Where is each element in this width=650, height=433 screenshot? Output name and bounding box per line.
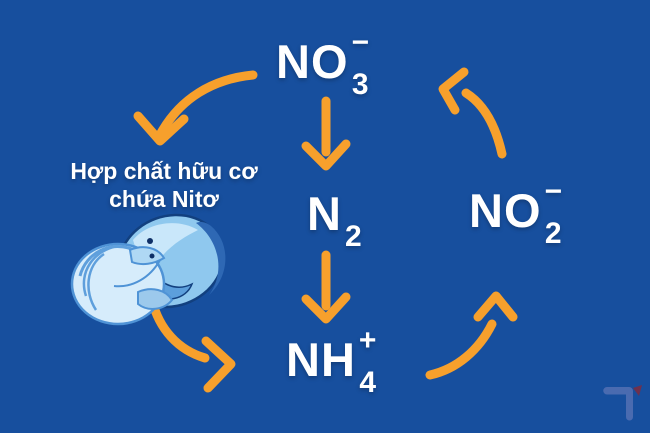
- formula-main: NH: [286, 333, 356, 386]
- organic-compounds-label: Hợp chất hữu cơ chứa Nitơ: [52, 157, 276, 213]
- formula-main: NO: [469, 184, 542, 237]
- brand-logo-7-icon: [603, 385, 642, 421]
- formula-subscript: 2: [344, 220, 362, 253]
- formula-main: N: [307, 187, 342, 240]
- node-ammonium: NH + 4: [286, 326, 376, 398]
- organic-label-line1: Hợp chất hữu cơ: [70, 158, 258, 184]
- formula-stack: − 2: [544, 175, 563, 250]
- formula-stack: + 4: [358, 324, 377, 399]
- formula-stack: − 3: [351, 26, 370, 101]
- arrow-nh4-to-no2-icon: [425, 291, 518, 380]
- formula-charge: −: [544, 175, 563, 208]
- arrow-no3-to-organic-icon: [133, 70, 258, 146]
- arrow-organic-to-nh4-icon: [147, 295, 236, 393]
- formula-subscript: 3: [351, 68, 369, 101]
- formula-subscript: 2: [544, 217, 562, 250]
- arrow-no3-to-n2-icon: [301, 96, 351, 171]
- fish-and-shrimp-icon: [70, 213, 226, 326]
- node-nitrogen-gas: N 2: [307, 187, 362, 252]
- node-nitrite: NO − 2: [469, 177, 562, 249]
- node-nitrate: NO − 3: [276, 28, 369, 100]
- formula-main: NO: [276, 35, 349, 88]
- formula-subscript: 4: [359, 366, 376, 399]
- arrow-no2-to-no3-icon: [438, 67, 507, 159]
- formula-charge: −: [351, 26, 370, 59]
- arrow-n2-to-nh4-icon: [301, 250, 351, 324]
- organic-label-line2: chứa Nitơ: [109, 186, 219, 213]
- formula-charge: +: [358, 324, 377, 357]
- formula-stack: 2: [344, 184, 362, 253]
